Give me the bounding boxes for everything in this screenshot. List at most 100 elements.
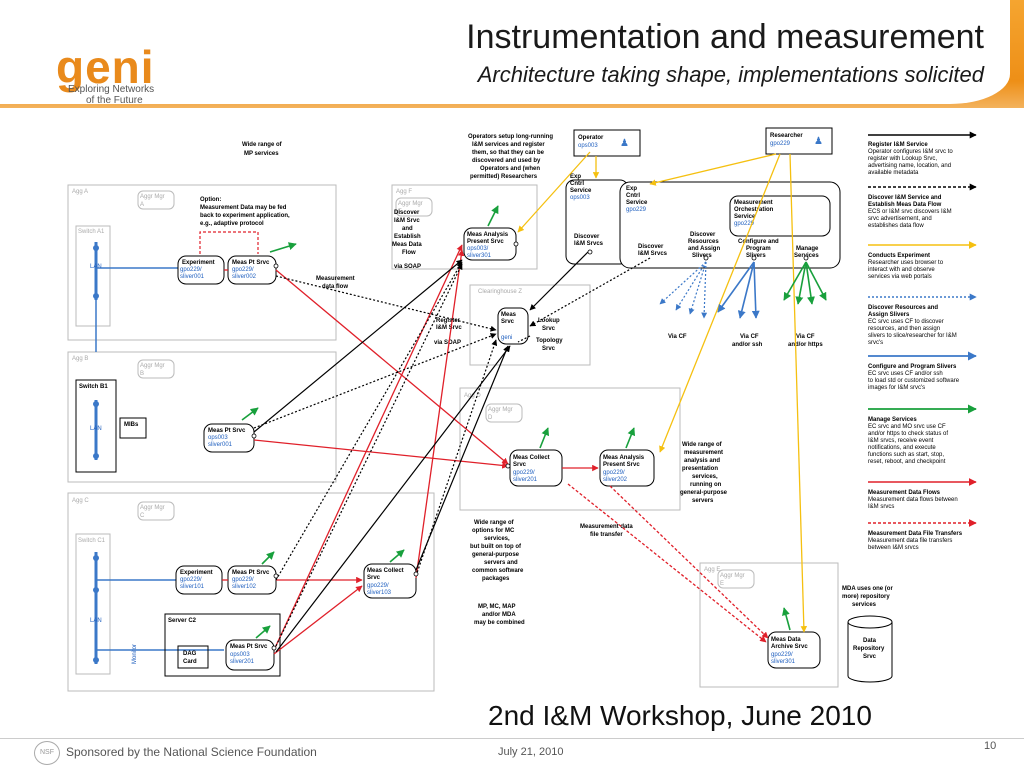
nsf-logo-icon: NSF <box>34 741 60 765</box>
port-dot <box>587 249 593 255</box>
l1-4: available metadata <box>868 170 919 176</box>
mp-a-l1: Meas Pt Srvc <box>232 260 270 266</box>
l2-3: srvc advertisement, and <box>868 216 932 222</box>
mgmt-mp-a <box>269 242 297 253</box>
agg-b-box <box>67 351 337 483</box>
register-mcs-c <box>415 345 509 571</box>
disc-note-l3: and <box>402 226 413 232</box>
aggmgr-f-box <box>395 197 433 217</box>
mibs-box <box>119 417 147 439</box>
switch-c1-box <box>75 533 111 675</box>
lan-dot <box>93 555 99 561</box>
legend <box>868 131 977 527</box>
header-panel <box>0 0 1010 104</box>
ecs-ops-l1: Exp <box>570 174 581 180</box>
option-l1: Option: <box>200 197 221 203</box>
map-d-l4: sliver202 <box>603 477 628 483</box>
footer-rule <box>0 738 1024 739</box>
aggmgr-b-l1: Aggr Mgr <box>140 363 165 369</box>
clearinghouse-label: Clearinghouse Z <box>478 289 522 295</box>
wm-l6: servers and <box>484 560 518 566</box>
mcs-d-l3: gpo229/ <box>513 470 535 476</box>
l3-1: Researcher uses browser to <box>868 260 944 266</box>
researcher-label: Researcher <box>770 133 803 139</box>
disc-im2-l2: I&M Srvcs <box>638 251 668 257</box>
exp-a-l2: gpo229/ <box>180 267 202 273</box>
wa-l4: presentation <box>682 466 718 472</box>
wa-l3: analysis and <box>684 458 720 464</box>
wa-l6: running on <box>690 482 722 488</box>
option-l4: e.g., adaptive protocol <box>200 221 264 227</box>
file-transfer-2 <box>609 485 769 639</box>
l2-4: establishes data flow <box>868 223 924 229</box>
via-cf-https-l2: and/or https <box>788 342 823 348</box>
disc-note-l4: Establish <box>394 234 421 240</box>
lan-dot <box>93 293 99 299</box>
disc-note-l5: Meas Data <box>392 242 422 248</box>
ops-note-l2: I&M services and register <box>472 142 545 148</box>
disc-note-l2: I&M Srvc <box>394 218 420 224</box>
dash-mp-c-map-f <box>275 261 463 581</box>
researcher-id: gpo229 <box>770 141 791 147</box>
lan-c-label: LAN <box>90 618 102 624</box>
mgmt-mcs-d <box>539 427 550 449</box>
ecs-gpo-l3: Service <box>626 200 648 206</box>
ms-geni-node <box>497 307 529 345</box>
dag-card-box <box>177 645 209 669</box>
l1-1: Operator configures I&M srvc to <box>868 149 953 155</box>
wa-l1: Wide range of <box>682 442 723 448</box>
server-c2-box <box>164 613 281 677</box>
repository-cylinder <box>847 622 893 683</box>
cf-ssh-3 <box>751 261 760 319</box>
port-dot <box>251 433 257 439</box>
mp-b-l3: sliver001 <box>208 442 233 448</box>
mgmt-archive <box>782 607 791 631</box>
l5-2: to load std or customized software <box>868 378 960 384</box>
aggmgr-e-l1: Aggr Mgr <box>720 573 745 579</box>
mgmt-mcs-c <box>389 549 405 563</box>
wm-l4: but built on top of <box>470 544 522 550</box>
discover-mp-b-map-f <box>253 259 463 433</box>
agg-a-box <box>67 184 337 341</box>
mp-c2-l2: ops003 <box>230 652 250 658</box>
map-f-l2: Present Srvc <box>467 239 504 245</box>
dag-l1: DAG <box>183 651 197 657</box>
l8-0: Measurement Data File Transfers <box>868 531 963 537</box>
aggmgr-f-l1: Aggr Mgr <box>398 201 423 207</box>
agg-c-label: Agg C <box>72 498 89 504</box>
ecs-ops-l4: ops003 <box>570 195 590 201</box>
ops-note-l3: them, so that they can be <box>472 150 545 156</box>
footer-date: July 21, 2010 <box>498 746 564 758</box>
slide-title: Instrumentation and measurement <box>466 18 984 56</box>
mp-mc-l3: may be combined <box>474 620 525 626</box>
aggmgr-e-l2: E <box>720 581 724 587</box>
browse-res-archive <box>789 153 808 633</box>
map-d-l2: Present Srvc <box>603 462 640 468</box>
slide-subtitle: Architecture taking shape, implementatio… <box>477 62 984 87</box>
l6-4: notifications, and execute <box>868 445 936 451</box>
mp-c2-l1: Meas Pt Srvc <box>230 644 268 650</box>
archive-l2: Archive Srvc <box>771 644 808 650</box>
manage-1 <box>783 261 807 301</box>
dash-mcs-c-ms <box>415 339 498 577</box>
lan-dot <box>93 587 99 593</box>
aggmgr-d-l2: D <box>488 415 493 421</box>
aggmgr-a-box <box>137 190 175 210</box>
mp-b-l1: Meas Pt Srvc <box>208 428 246 434</box>
option-l2: Measurement Data may be fed <box>200 205 287 211</box>
ecs-ops-l2: Cntrl <box>570 181 584 187</box>
flow-mp-b-mcs-d <box>253 439 509 469</box>
map-f-l1: Meas Analysis <box>467 232 509 238</box>
researcher-user-icon: ♟ <box>814 136 823 147</box>
clearinghouse-box <box>469 284 591 366</box>
mcs-d-l2: Srvc <box>513 462 527 468</box>
disc-im-l1: Discover <box>574 234 600 240</box>
l7-0: Measurement Data Flows <box>868 490 941 496</box>
mp-c2-l3: sliver201 <box>230 659 255 665</box>
mp-b-l2: ops003 <box>208 435 228 441</box>
repository-top <box>847 615 893 629</box>
mos-l4: gpo229 <box>734 221 755 227</box>
operator-label: Operator <box>578 135 604 141</box>
mos-l1: Measurement <box>734 200 773 206</box>
